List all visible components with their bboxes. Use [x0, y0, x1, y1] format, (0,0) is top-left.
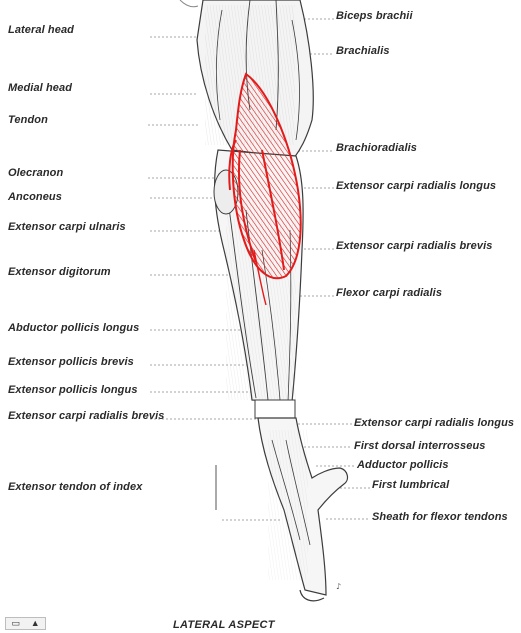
slide-controls[interactable]: ▭ ▲ — [5, 617, 46, 630]
label-flexor-carpi-radialis: Flexor carpi radialis — [336, 287, 443, 299]
label-brachioradialis: Brachioradialis — [336, 142, 417, 154]
label-extensor-carpi-radialis-longus-tendon: Extensor carpi radialis longus — [354, 417, 515, 429]
label-anconeus: Anconeus — [8, 191, 62, 203]
slide-icon[interactable]: ▭ — [11, 618, 20, 628]
label-medial-head: Medial head — [8, 82, 73, 94]
label-extensor-carpi-ulnaris: Extensor carpi ulnaris — [8, 221, 126, 233]
label-first-dorsal-interrosseus: First dorsal interrosseus — [354, 440, 486, 452]
highlighted-muscle — [228, 72, 302, 306]
label-extensor-tendon-of-index: Extensor tendon of index — [8, 481, 143, 493]
up-arrow-icon[interactable]: ▲ — [30, 618, 40, 628]
svg-text:♪: ♪ — [336, 582, 341, 591]
label-extensor-digitorum: Extensor digitorum — [8, 266, 111, 278]
label-extensor-carpi-radialis-longus: Extensor carpi radialis longus — [336, 180, 497, 192]
label-sheath-for-flexor-tendons: Sheath for flexor tendons — [372, 511, 508, 523]
label-abductor-pollicis-longus: Abductor pollicis longus — [8, 322, 140, 334]
label-biceps-brachii: Biceps brachii — [336, 10, 413, 22]
label-first-lumbrical: First lumbrical — [372, 479, 450, 491]
label-brachialis: Brachialis — [336, 45, 390, 57]
label-tendon: Tendon — [8, 114, 48, 126]
label-extensor-carpi-radialis-brevis-left: Extensor carpi radialis brevis — [8, 410, 165, 422]
label-olecranon: Olecranon — [8, 167, 64, 179]
leader-lines-right — [284, 18, 370, 520]
caption: LATERAL ASPECT — [173, 619, 275, 631]
label-extensor-pollicis-brevis: Extensor pollicis brevis — [8, 356, 134, 368]
label-extensor-carpi-radialis-brevis: Extensor carpi radialis brevis — [336, 240, 493, 252]
label-adductor-pollicis: Adductor pollicis — [357, 459, 449, 471]
label-extensor-pollicis-longus: Extensor pollicis longus — [8, 384, 138, 396]
label-lateral-head: Lateral head — [8, 24, 75, 36]
